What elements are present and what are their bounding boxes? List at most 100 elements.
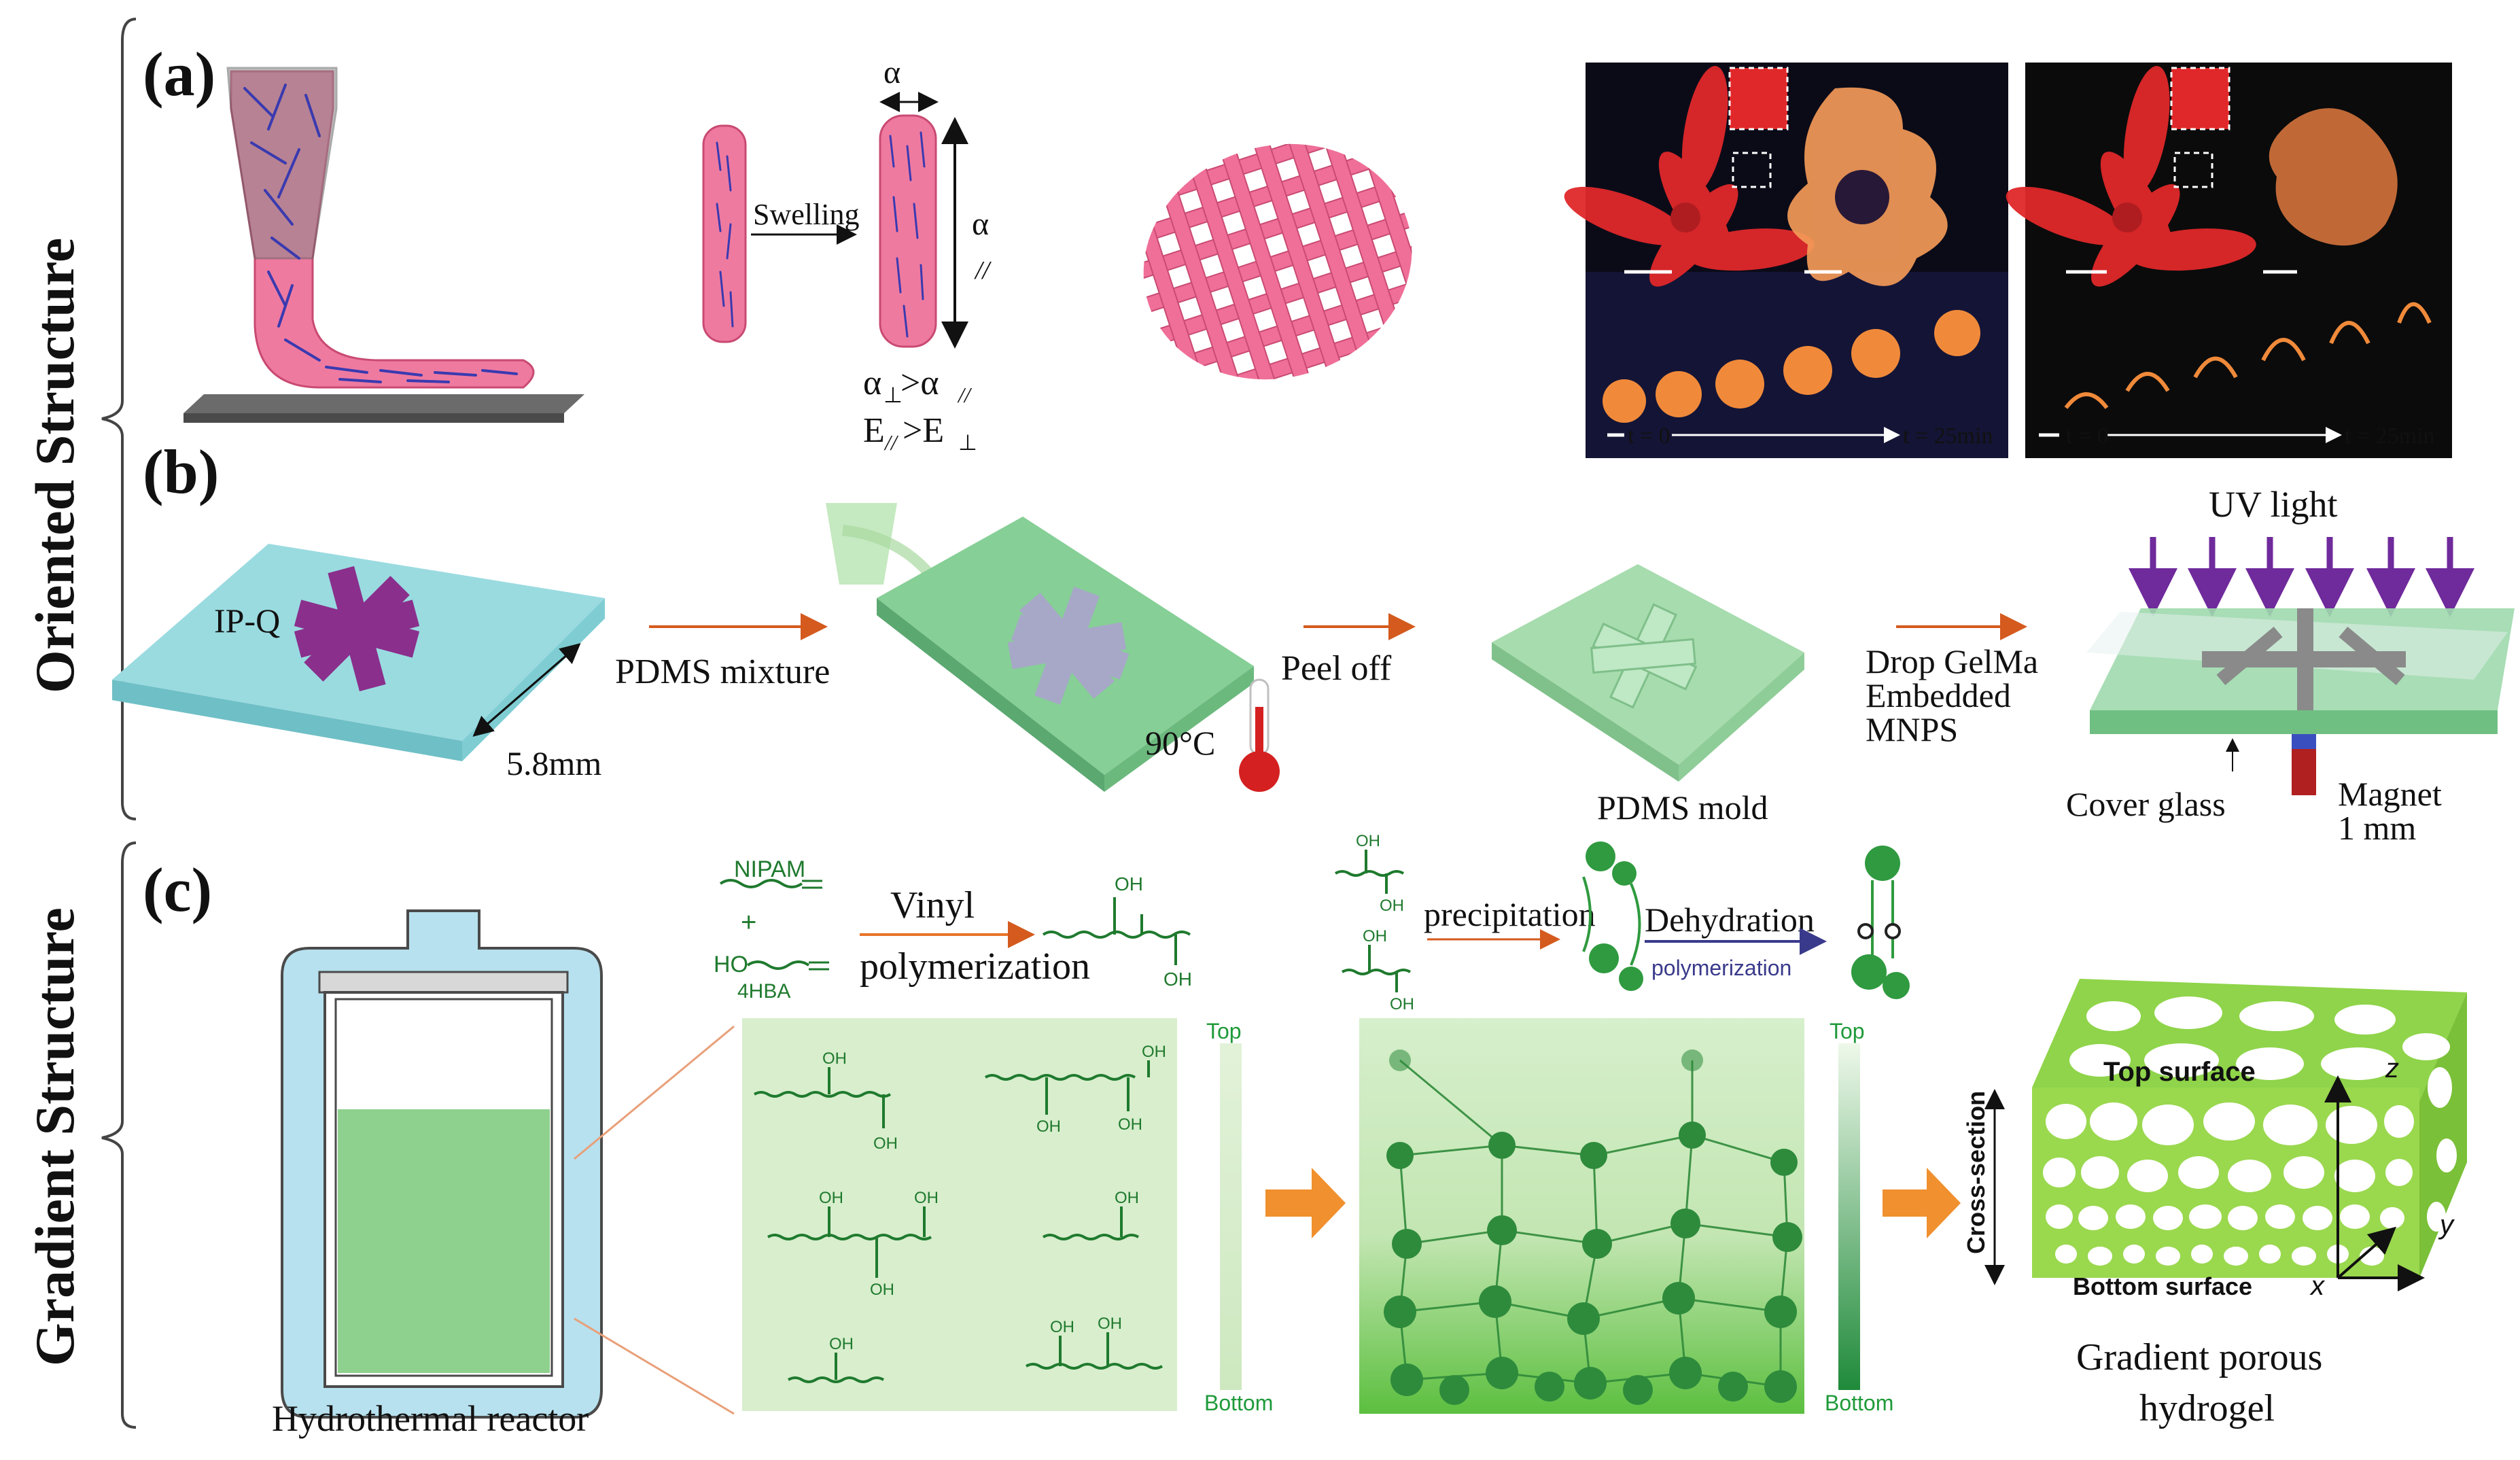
porous-hydrogel-block [1984, 979, 2467, 1291]
svg-text://: // [957, 383, 973, 407]
swollen-flower-2 [2269, 108, 2398, 246]
svg-text:>α: >α [900, 364, 939, 402]
bar2-top: Top [1830, 1019, 1865, 1043]
bar1-top: Top [1206, 1019, 1242, 1043]
bottom-surface-label: Bottom surface [2073, 1272, 2252, 1300]
svg-text:OH: OH [873, 1134, 898, 1153]
pdms-curing-slab [877, 517, 1254, 792]
relation-1: α ⊥ >α // [863, 364, 973, 407]
svg-text:E: E [863, 411, 885, 450]
drop-gelma-line2: Embedded [1866, 676, 2011, 714]
ipq-substrate [112, 544, 605, 761]
par-mark: // [974, 256, 992, 285]
dehydration-label: Dehydration [1645, 901, 1815, 939]
peel-off-label: Peel off [1281, 649, 1392, 688]
svg-text:+: + [741, 907, 756, 937]
crosslinked-aggregates [1851, 846, 1910, 999]
reactor-label: Hydrothermal reactor [272, 1398, 589, 1439]
uv-setup [2086, 608, 2515, 795]
arrow-orange-1 [1265, 1168, 1346, 1238]
axis-y-label: y [2438, 1210, 2455, 1240]
polymerization-label: polymerization [860, 945, 1090, 988]
gradient-porous-label: Gradient porous [2076, 1336, 2322, 1378]
svg-text:OH: OH [870, 1281, 894, 1299]
svg-text:OH: OH [1098, 1315, 1122, 1333]
precipitation-scheme [1334, 850, 1412, 992]
photo-panel-2 [2006, 63, 2452, 458]
pdms-mold [1492, 564, 1804, 782]
svg-text:4HBA: 4HBA [737, 980, 790, 1003]
pdms-mold-label: PDMS mold [1597, 788, 1768, 827]
svg-text:OH: OH [1356, 832, 1380, 850]
cover-glass-label: Cover glass [2066, 785, 2226, 823]
cross-section-label: Cross-section [1962, 1091, 1990, 1254]
magnet-label: Magnet [2338, 775, 2442, 813]
svg-text:⊥: ⊥ [958, 430, 977, 455]
axis-z-label: z [2385, 1054, 2399, 1083]
svg-text:OH: OH [914, 1189, 939, 1207]
axis-x-label: x [2309, 1271, 2326, 1301]
arrow-orange-2 [1883, 1168, 1961, 1238]
top-surface-label: Top surface [2103, 1057, 2256, 1087]
magnet-size-label: 1 mm [2338, 809, 2416, 847]
svg-text:OH: OH [819, 1189, 843, 1207]
precipitation-label: precipitation [1424, 895, 1596, 933]
side-bracket-oriented [101, 18, 137, 820]
svg-text:OH: OH [1050, 1318, 1074, 1336]
photo-panel-1 [1564, 63, 2008, 458]
svg-text:OH: OH [1115, 873, 1143, 894]
drop-gelma-line3: MNPS [1866, 710, 1958, 748]
panel-c-label: (c) [143, 855, 212, 924]
pouring-cup [826, 503, 943, 588]
gradient-structure-label: Gradient Structure [24, 907, 86, 1366]
swollen-flower-1 [1787, 87, 1948, 286]
dehyd-polymerization-label: polymerization [1651, 956, 1791, 980]
svg-text:α: α [863, 364, 881, 402]
photo1-t1: t = 25min [1903, 423, 1993, 449]
swelling-label: Swelling [753, 198, 859, 231]
uv-arrows [2129, 537, 2474, 617]
thermometer-icon [1239, 678, 1280, 792]
svg-text:OH: OH [1115, 1189, 1139, 1207]
panel-b-label: (b) [143, 437, 219, 506]
vinyl-label: Vinyl [890, 884, 975, 926]
swelling-rods [702, 92, 968, 349]
nipam-label: NIPAM [734, 856, 805, 882]
monomer-scheme: NIPAM + HO 4HBA [714, 856, 829, 1003]
temperature-label: 90°C [1145, 724, 1215, 762]
svg-text:OH: OH [822, 1049, 847, 1068]
polymer-solution-box: OH OH OH OH OH OH OH OH OH OH OH OH [742, 1018, 1177, 1411]
snowflake-purple [294, 566, 420, 692]
pdms-mixture-label: PDMS mixture [615, 653, 830, 691]
printed-lattice-disc [1113, 109, 1443, 414]
gradient-bar-2 [1838, 1043, 1860, 1390]
alpha-perp-label: α [883, 54, 900, 90]
drop-gelma-line1: Drop GelMa [1866, 642, 2038, 680]
svg-text:OH: OH [1036, 1117, 1061, 1136]
uv-light-label: UV light [2209, 484, 2338, 525]
svg-text:OH: OH [829, 1335, 854, 1353]
hydrothermal-reactor [281, 909, 735, 1419]
gradient-network-box [1359, 1018, 1804, 1414]
photo1-t0: t = 0 [1628, 423, 1670, 449]
svg-text:OH: OH [1118, 1115, 1142, 1134]
svg-text:OH: OH [1390, 995, 1414, 1013]
svg-text:HO: HO [714, 952, 748, 977]
photo2-t1: t = 25min [2345, 423, 2435, 449]
photo2-t0: t = 0 [2066, 423, 2109, 449]
alpha-par-label: α [972, 206, 989, 242]
printing-nozzle-illustration [183, 67, 584, 423]
side-bracket-gradient [101, 841, 137, 1429]
bar2-bottom: Bottom [1825, 1391, 1893, 1415]
oriented-structure-label: Oriented Structure [24, 238, 86, 693]
panel-a-label: (a) [143, 39, 215, 109]
polymer-chain-product [1042, 897, 1191, 965]
svg-text://: // [883, 430, 899, 455]
ipq-label: IP-Q [214, 602, 280, 640]
svg-text:⊥: ⊥ [883, 383, 903, 407]
svg-text:OH: OH [1142, 1043, 1166, 1061]
bar1-bottom: Bottom [1204, 1391, 1273, 1415]
svg-text:OH: OH [1163, 969, 1192, 990]
gradient-bar-1 [1220, 1043, 1242, 1390]
